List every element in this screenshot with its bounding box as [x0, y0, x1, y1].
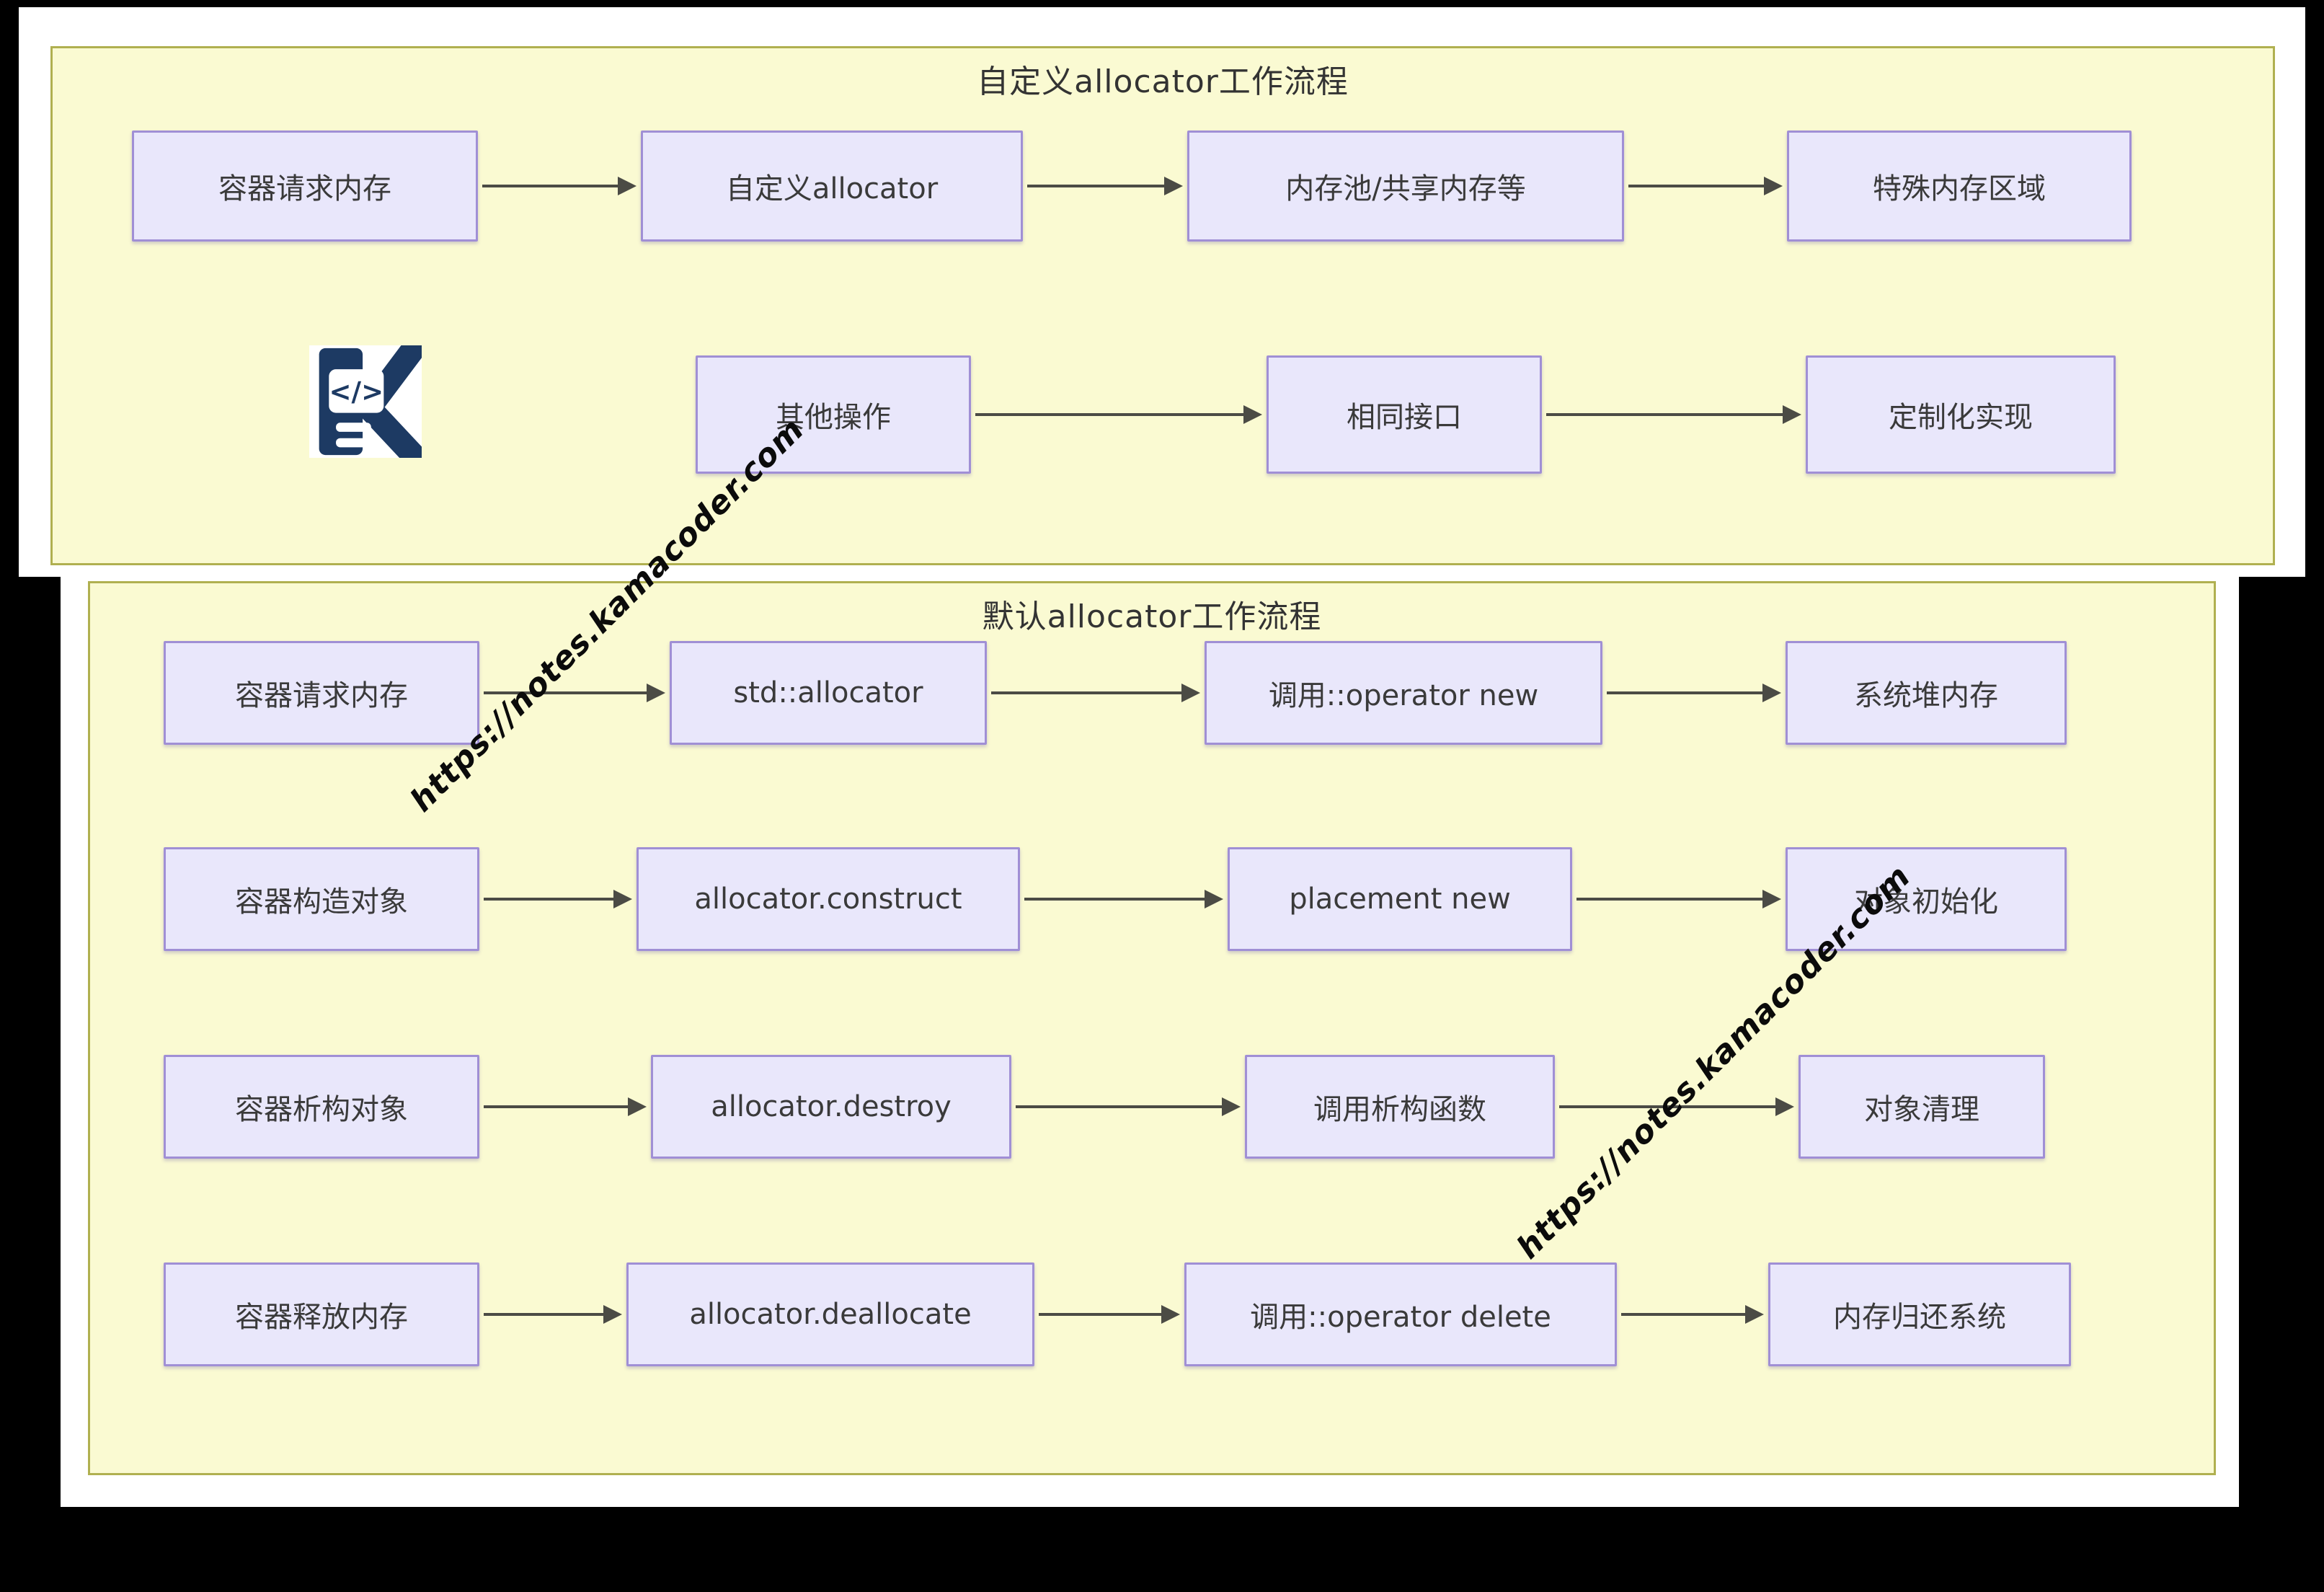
flow-arrow: [1027, 177, 1183, 195]
flow-arrow: [1628, 177, 1783, 195]
flow-node: std::allocator: [670, 641, 987, 745]
flow-node: 调用::operator delete: [1184, 1262, 1617, 1366]
flow-node: 相同接口: [1267, 355, 1542, 474]
flow-node: allocator.deallocate: [626, 1262, 1034, 1366]
flow-arrow: [1024, 890, 1223, 908]
code-icon: </>: [329, 376, 384, 407]
flow-node: 容器构造对象: [164, 847, 479, 951]
flow-arrow: [1559, 1097, 1794, 1116]
flow-arrow: [1546, 405, 1801, 424]
flow-arrow: [1576, 890, 1781, 908]
flow-arrow: [1621, 1305, 1764, 1324]
logo-line-2: [336, 438, 377, 448]
flow-node: placement new: [1228, 847, 1572, 951]
flow-arrow: [1016, 1097, 1241, 1116]
flow-node: allocator.destroy: [651, 1055, 1011, 1159]
flow-arrow: [1607, 684, 1781, 702]
flow-arrow: [482, 177, 637, 195]
flow-node: 调用析构函数: [1245, 1055, 1555, 1159]
flow-node: allocator.construct: [637, 847, 1020, 951]
flow-arrow: [975, 405, 1262, 424]
flow-arrow: [484, 1305, 622, 1324]
flow-arrow: [484, 890, 632, 908]
custom-panel-title: 自定义allocator工作流程: [977, 63, 1349, 100]
flow-node: 其他操作: [696, 355, 971, 474]
flow-node: 自定义allocator: [641, 131, 1023, 242]
flow-arrow: [484, 1097, 647, 1116]
flow-arrow: [1039, 1305, 1180, 1324]
flow-node: 容器请求内存: [132, 131, 478, 242]
logo-line-1: [336, 423, 371, 432]
flow-node: 内存归还系统: [1768, 1262, 2071, 1366]
flow-arrow: [484, 684, 665, 702]
logo-code-box: [329, 369, 384, 413]
flow-node: 内存池/共享内存等: [1187, 131, 1624, 242]
default-panel-title: 默认allocator工作流程: [982, 598, 1322, 635]
flow-node: 容器释放内存: [164, 1262, 479, 1366]
flow-node: 对象清理: [1799, 1055, 2045, 1159]
flow-node: 系统堆内存: [1786, 641, 2067, 745]
flow-node: 容器析构对象: [164, 1055, 479, 1159]
custom-allocator-panel: 自定义allocator工作流程 </> 容器请求内存 自定义allocator 内…: [50, 46, 2275, 565]
flow-node: 特殊内存区域: [1787, 131, 2132, 242]
flow-arrow: [991, 684, 1200, 702]
flow-node: 调用::operator new: [1205, 641, 1602, 745]
kamacoder-logo: </>: [309, 345, 422, 458]
flow-node: 对象初始化: [1786, 847, 2067, 951]
flow-node: 定制化实现: [1806, 355, 2116, 474]
flow-node: 容器请求内存: [164, 641, 479, 745]
